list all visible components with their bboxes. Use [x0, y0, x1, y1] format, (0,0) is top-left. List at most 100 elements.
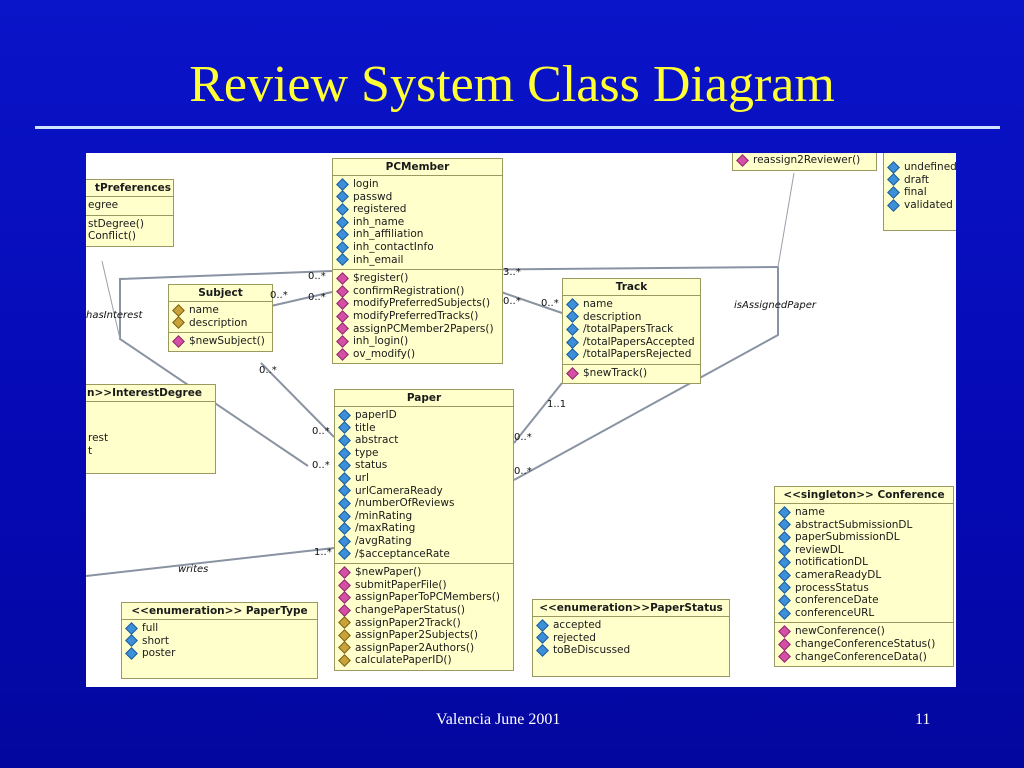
enum-value: rejected — [553, 631, 596, 644]
paper-class: Paper paperID title abstract type status… — [334, 389, 514, 671]
attribute-row: paperID — [338, 408, 510, 422]
pcmember-operations: $register() confirmRegistration() modify… — [333, 270, 502, 363]
attribute-label: title — [355, 421, 376, 434]
attribute-icon — [338, 471, 351, 485]
enum-value: short — [142, 634, 169, 647]
attribute-label: /$acceptanceRate — [355, 547, 450, 560]
operation-label: modifyPreferredTracks() — [353, 309, 479, 322]
attribute-row: notificationDL — [778, 556, 950, 570]
attribute-row: /$acceptanceRate — [338, 547, 510, 561]
attribute-row: abstract — [338, 434, 510, 447]
association-label-has-interest: hasInterest — [86, 310, 143, 321]
key-operation-icon — [338, 616, 351, 630]
track-attributes: name description /totalPapersTrack /tota… — [563, 296, 700, 365]
operation-label: $register() — [353, 272, 409, 285]
operation-row: $newPaper() — [338, 566, 510, 579]
attribute-icon — [336, 203, 349, 216]
operation-icon — [338, 591, 351, 604]
attribute-icon — [566, 310, 579, 324]
attribute-row: inh_name — [336, 215, 499, 229]
attribute-row: description — [172, 316, 269, 330]
key-attribute-icon — [172, 316, 185, 330]
attribute-label: /minRating — [355, 509, 413, 522]
conference-class: <<singleton>> Conference name abstractSu… — [774, 486, 954, 668]
attribute-label: abstractSubmissionDL — [795, 518, 913, 531]
attribute-label: /avgRating — [355, 534, 412, 547]
conference-operations: newConference() changeConferenceStatus()… — [775, 623, 953, 666]
page-number: 11 — [915, 711, 931, 728]
attribute-label: url — [355, 471, 369, 484]
attribute-icon — [778, 505, 791, 519]
operation-label: assignPCMember2Papers() — [353, 322, 494, 335]
operation-icon — [338, 578, 351, 592]
enum-value-row: draft — [887, 173, 956, 187]
attribute-row: /totalPapersRejected — [566, 348, 697, 362]
interest-degree-name: n>>InterestDegree — [86, 385, 215, 402]
operation-label: newConference() — [795, 625, 885, 638]
attribute-icon — [125, 647, 138, 660]
pcmember-name: PCMember — [333, 159, 502, 176]
attribute-label: cameraReadyDL — [795, 568, 882, 581]
attribute-icon — [778, 543, 791, 557]
operation-label: $newTrack() — [583, 366, 648, 379]
attribute-label: login — [353, 178, 379, 190]
attribute-row: /totalPapersTrack — [566, 323, 697, 336]
attribute-label: name — [189, 304, 219, 316]
attribute-icon — [778, 568, 791, 582]
attribute-label: conferenceDate — [795, 594, 879, 607]
paper-type-values: full short poster — [122, 620, 317, 663]
attribute-icon — [338, 534, 351, 548]
enum-value: undefined — [904, 161, 956, 173]
attribute-row: conferenceURL — [778, 606, 950, 620]
paper-attributes: paperID title abstract type status url u… — [335, 407, 513, 565]
attribute-icon — [778, 518, 791, 532]
review-operations: reassign2Reviewer() — [733, 153, 876, 170]
attribute-icon — [338, 421, 351, 435]
pcmember-attributes: login passwd registered inh_name inh_aff… — [333, 176, 502, 271]
attribute-icon — [566, 297, 579, 311]
attribute-row: /avgRating — [338, 534, 510, 548]
track-paper-line — [513, 382, 563, 444]
attribute-label: /maxRating — [355, 522, 416, 535]
enum-value: full — [142, 622, 159, 634]
title-divider — [35, 126, 1000, 129]
operation-icon — [336, 335, 349, 348]
attribute-icon — [125, 621, 138, 635]
attribute-label: reviewDL — [795, 543, 844, 556]
attribute-label: name — [583, 298, 613, 310]
key-operation-icon — [338, 641, 351, 655]
attribute-row: /totalPapersAccepted — [566, 335, 697, 349]
status-enum-partial: undefined draft final validated — [883, 153, 956, 231]
attribute-label: paperID — [355, 409, 397, 421]
attribute-label: paperSubmissionDL — [795, 531, 900, 544]
attribute-row: inh_affiliation — [336, 228, 499, 242]
enum-value-row: full — [125, 621, 314, 635]
attribute-icon — [336, 228, 349, 242]
enum-value: draft — [904, 173, 930, 186]
attribute-icon — [778, 556, 791, 570]
operation-row: modifyPreferredTracks() — [336, 309, 499, 323]
multiplicity-label: 0..* — [503, 296, 521, 307]
attribute-row: /numberOfReviews — [338, 497, 510, 510]
subject-attributes: name description — [169, 302, 272, 334]
slide-title: Review System Class Diagram — [189, 56, 835, 113]
operation-icon — [336, 347, 349, 361]
operation-row: assignPaper2Authors() — [338, 641, 510, 655]
paper-status-enum: <<enumeration>>PaperStatus accepted reje… — [532, 599, 730, 677]
attribute-row: /minRating — [338, 509, 510, 523]
interest-preferences-name: tPreferences — [86, 180, 173, 197]
conference-name: <<singleton>> Conference — [775, 487, 953, 504]
attribute-row: cameraReadyDL — [778, 568, 950, 582]
operation-row: reassign2Reviewer() — [736, 153, 873, 167]
attribute-row: conferenceDate — [778, 594, 950, 607]
operation-label: modifyPreferredSubjects() — [353, 297, 491, 310]
paper-type-name: <<enumeration>> PaperType — [122, 603, 317, 620]
operation-icon — [566, 366, 579, 380]
multiplicity-label: 0..* — [259, 365, 277, 376]
enum-value-row: final — [887, 186, 956, 199]
attribute-icon — [338, 484, 351, 498]
attribute-label: status — [355, 459, 388, 472]
attribute-label: /totalPapersRejected — [583, 348, 692, 361]
attribute-icon — [336, 190, 349, 204]
attribute-icon — [336, 177, 349, 191]
